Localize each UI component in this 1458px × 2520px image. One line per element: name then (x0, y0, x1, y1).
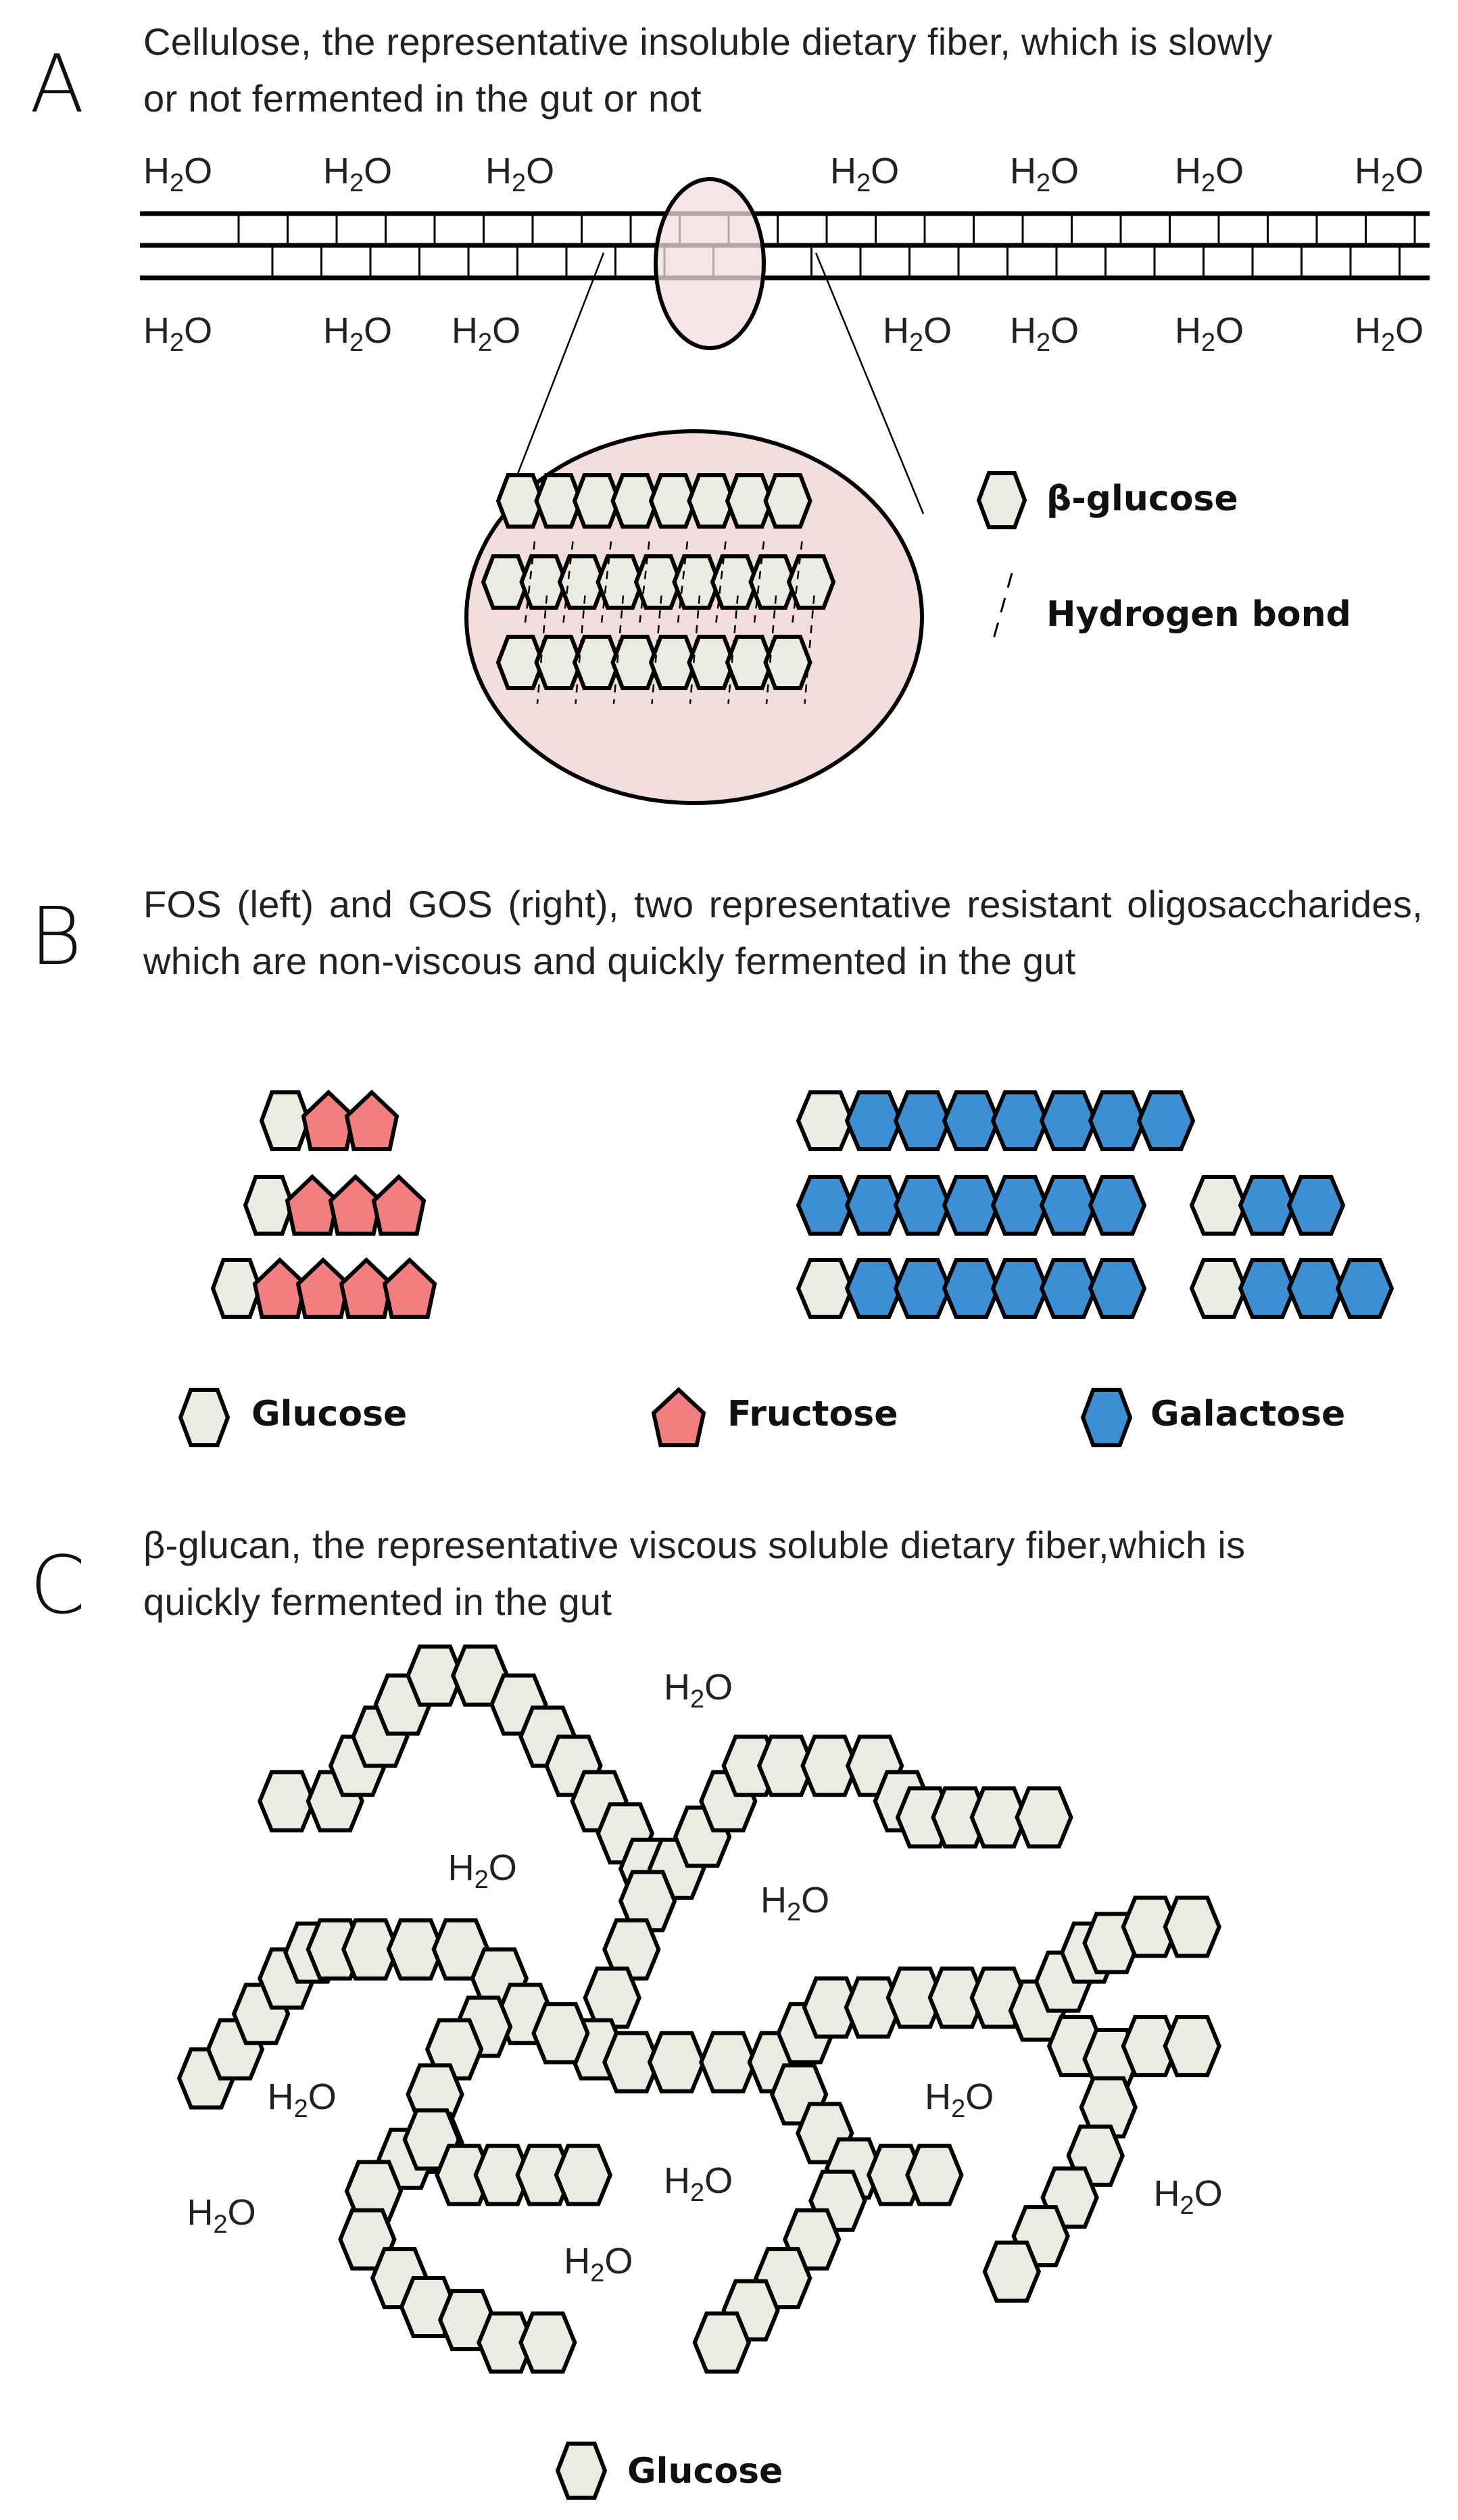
zoomed-ellipse (464, 429, 924, 805)
legend-galactose-icon (1080, 1388, 1133, 1447)
beta-glucose-hexagon (786, 554, 836, 610)
glucose-hexagon (1163, 1895, 1221, 1958)
hydrogen-bond (804, 595, 815, 704)
fructose-pentagon (344, 1089, 399, 1151)
panel-a-letter: A (30, 37, 84, 130)
oligosaccharide-diagram (178, 1089, 1394, 1447)
galactose-hexagon (1088, 1175, 1147, 1236)
beta-glucose-hexagon (763, 635, 812, 690)
legend-galactose-label: Galactose (1150, 1394, 1346, 1434)
water-label-bottom: H2O (143, 310, 213, 357)
water-label-bottom: H2O (1010, 310, 1079, 357)
glucose-hexagon (531, 2002, 590, 2064)
glucose-hexagon (258, 1770, 316, 1833)
panel-b-caption: FOS (left) and GOS (right), two represen… (143, 883, 1423, 982)
legend-hydrogen-bond-icon (991, 573, 1013, 644)
water-label-bottom: H2O (1175, 310, 1244, 357)
galactose-hexagon (1088, 1258, 1147, 1319)
panel-b-letter: B (30, 890, 82, 983)
panel-c-caption-line2: quickly fermented in the gut (143, 1580, 612, 1623)
water-label: H2O (1153, 2173, 1223, 2220)
legend-c-glucose-icon (555, 2442, 608, 2500)
fructose-pentagon (382, 1257, 437, 1319)
water-label: H2O (663, 1667, 733, 1714)
water-label-bottom: H2O (1355, 310, 1424, 357)
hydrogen-bond (727, 595, 739, 704)
glucose-hexagon (982, 2240, 1042, 2303)
water-label-bottom: H2O (883, 310, 952, 357)
legend-fructose-icon (651, 1386, 706, 1447)
zoom-connector-line (501, 252, 605, 514)
legend-fructose-label: Fructose (727, 1394, 898, 1434)
glucose-hexagon (647, 2031, 706, 2093)
water-label-top: H2O (485, 151, 555, 197)
highlight-ellipse (654, 177, 766, 350)
water-label-top: H2O (143, 151, 213, 197)
beta-glucose-hexagon (763, 473, 812, 529)
glucose-hexagon (554, 2143, 613, 2206)
water-label-bottom: H2O (323, 310, 393, 357)
panel-a-caption-line1: Cellulose, the representative insoluble … (143, 20, 1273, 63)
glucose-hexagon (699, 2031, 758, 2093)
legend-glucose-icon (178, 1388, 230, 1447)
water-label: H2O (760, 1879, 830, 1927)
water-label-top: H2O (1355, 151, 1424, 197)
water-label: H2O (267, 2076, 337, 2123)
water-label-top: H2O (1175, 151, 1244, 197)
legend-beta-glucose-label: β-glucose (1046, 479, 1238, 519)
hydrogen-bond (651, 595, 662, 704)
water-label: H2O (447, 1847, 517, 1895)
glucose-hexagon (905, 2143, 964, 2206)
galactose-hexagon (1335, 1258, 1394, 1319)
water-label: H2O (925, 2076, 994, 2123)
hydrogen-bond (536, 595, 548, 704)
glucose-hexagon (583, 1966, 641, 2029)
panel-c-caption-line1: β-glucan, the representative viscous sol… (143, 1524, 1246, 1566)
glucose-hexagon (1015, 1786, 1073, 1849)
panel-a-caption-line2: or not fermented in the gut or not (143, 77, 702, 120)
zoom-connector-line (815, 252, 925, 514)
hydrogen-bond (575, 595, 586, 704)
water-label: H2O (564, 2240, 633, 2287)
glucose-hexagon (692, 2311, 752, 2374)
galactose-hexagon (1136, 1090, 1196, 1151)
cellulose-diagram (140, 177, 1430, 805)
glucose-hexagon (1163, 2014, 1221, 2077)
hydrogen-bond (765, 595, 777, 704)
fructose-pentagon (371, 1173, 427, 1236)
legend-hydrogen-bond-label: Hydrogen bond (1046, 594, 1351, 635)
legend-glucose-label: Glucose (251, 1394, 408, 1434)
water-label: H2O (187, 2192, 256, 2239)
galactose-hexagon (1286, 1175, 1346, 1236)
water-label-top: H2O (1010, 151, 1079, 197)
legend-beta-glucose-icon (976, 471, 1027, 529)
hydrogen-bond (689, 595, 701, 704)
water-label-top: H2O (323, 151, 393, 197)
legend-c-glucose-label: Glucose (627, 2451, 783, 2492)
panel-c-letter: C (30, 1538, 86, 1632)
water-label-bottom: H2O (452, 310, 521, 357)
glucose-hexagon (518, 2311, 577, 2374)
water-label: H2O (663, 2160, 733, 2207)
water-label-top: H2O (830, 151, 900, 197)
hydrogen-bond (612, 595, 625, 704)
